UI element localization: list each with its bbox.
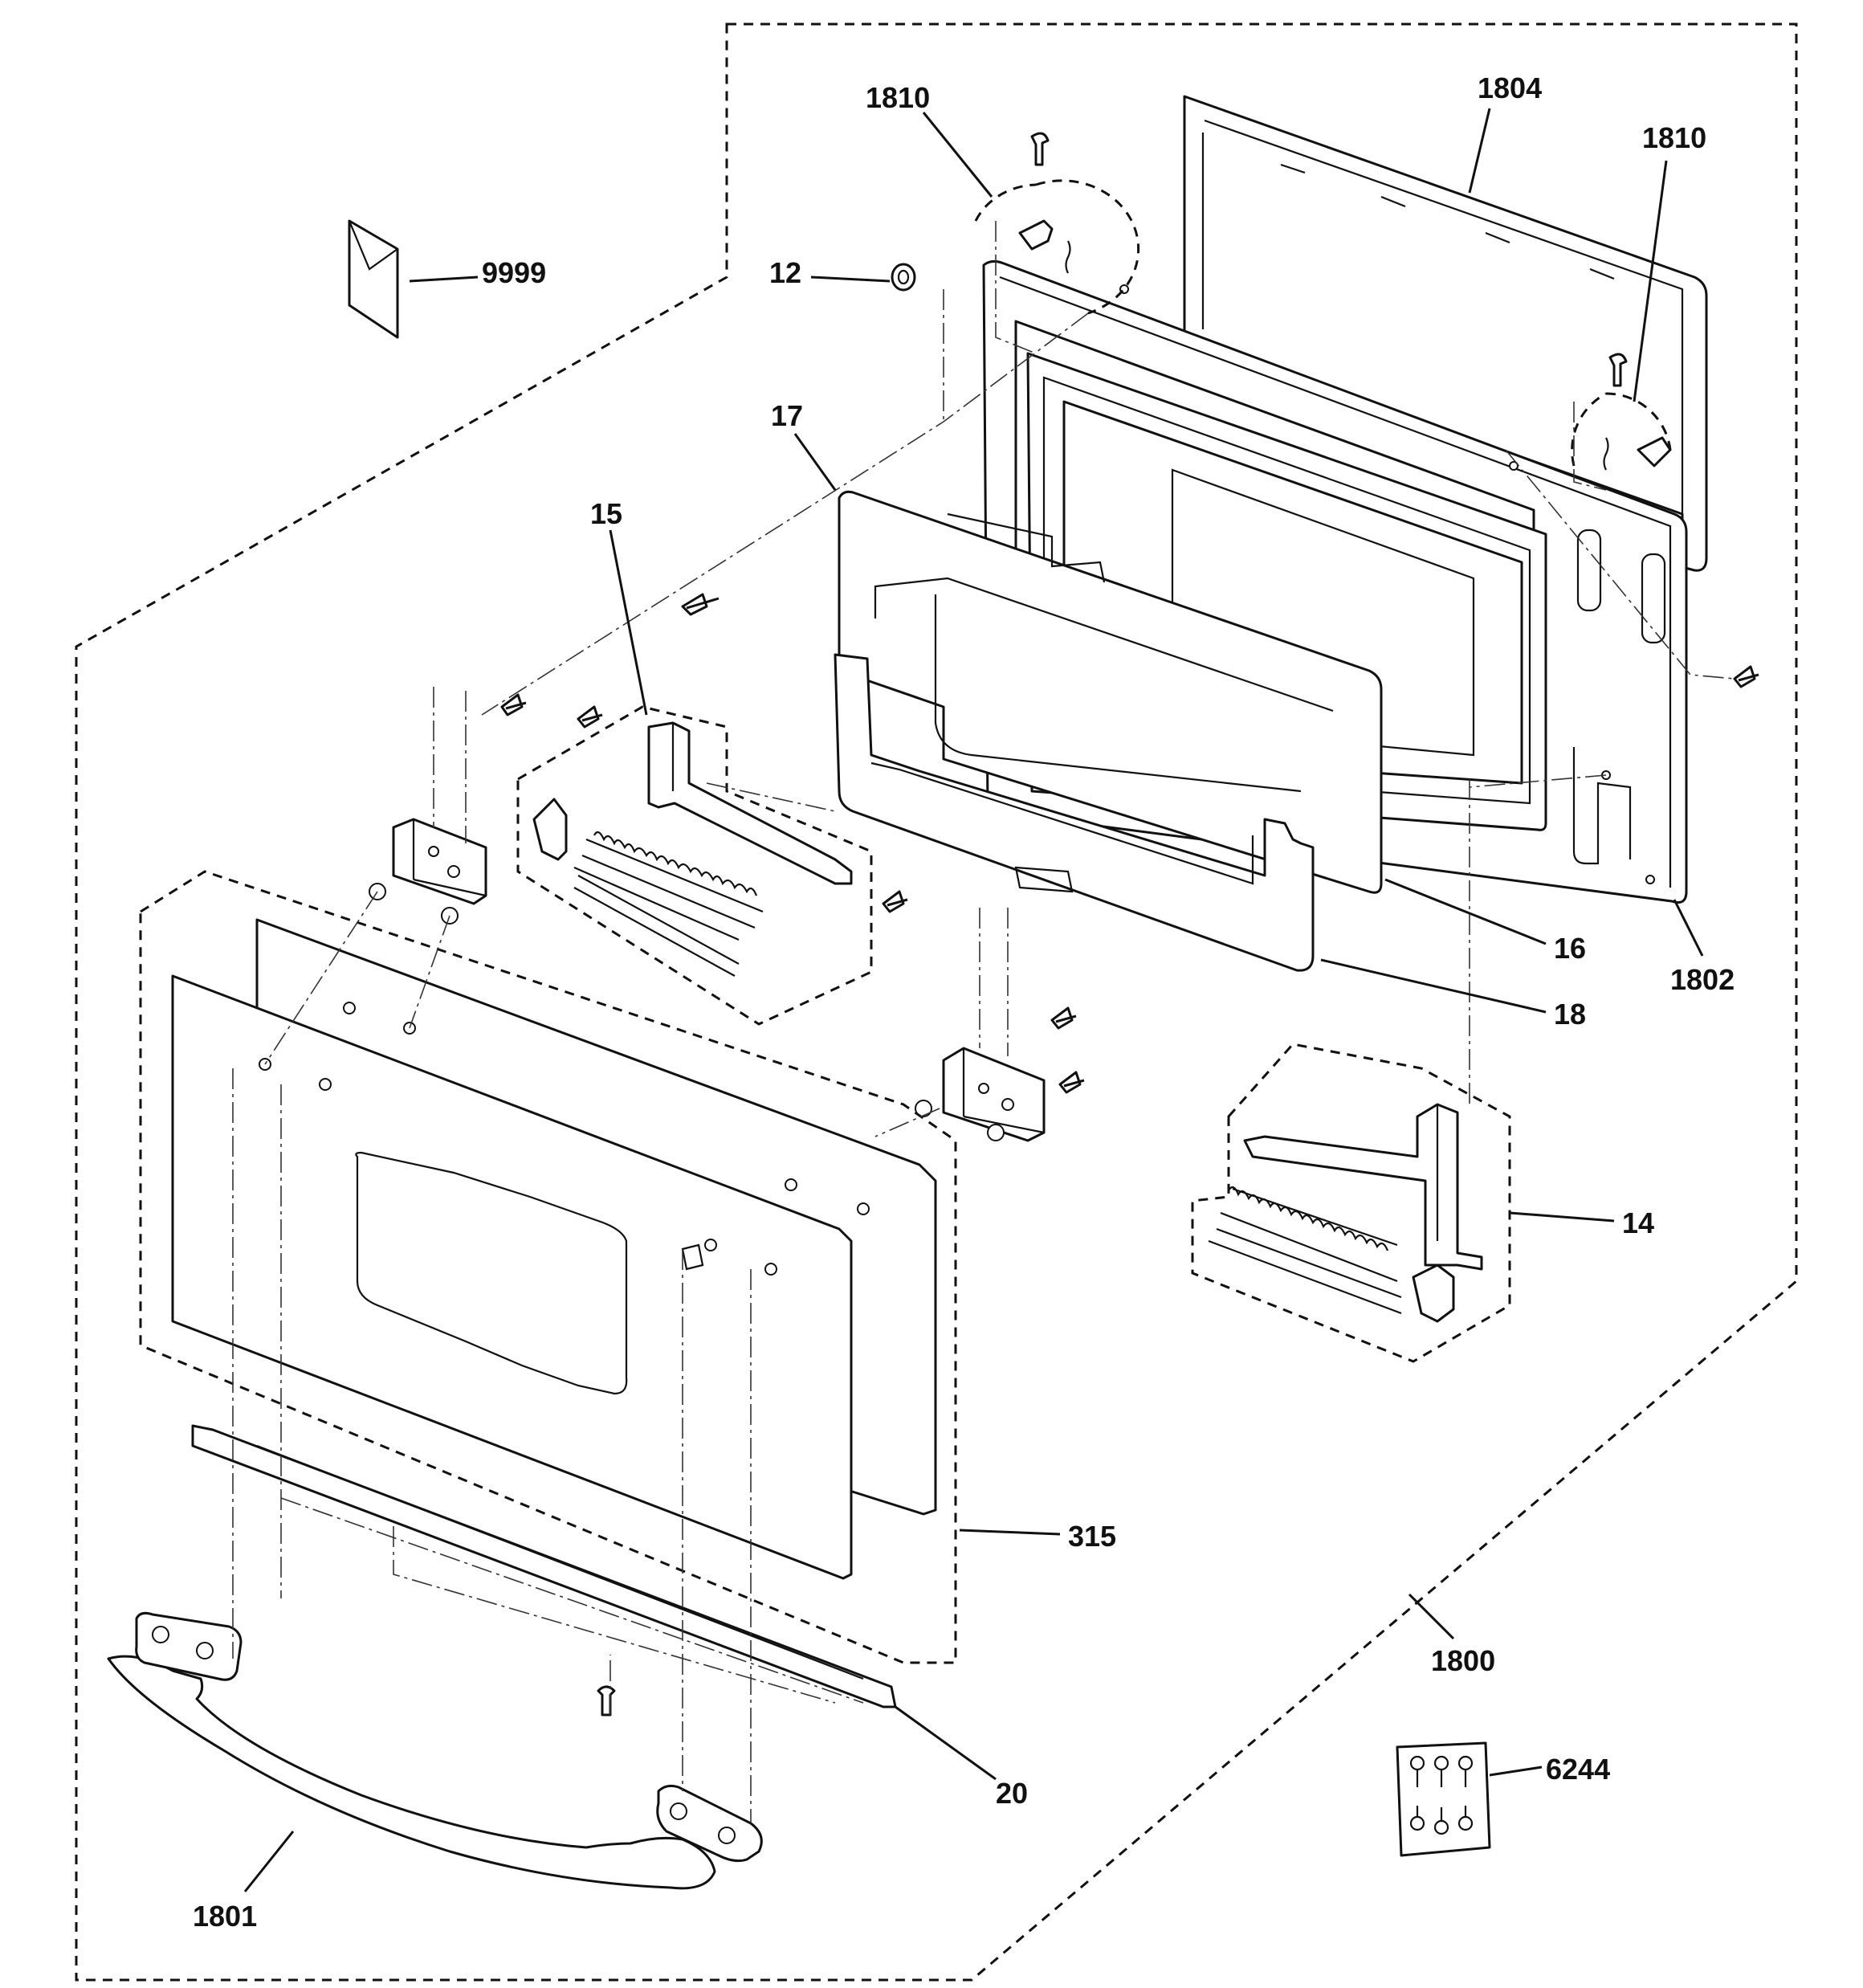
- callout-1801: 1801: [193, 1900, 257, 1933]
- leader-6244: [1489, 1766, 1543, 1777]
- hinge-assembly-right: [1208, 1103, 1483, 1323]
- callout-1810-left: 1810: [866, 81, 930, 114]
- outer-door-assembly-outline: [139, 870, 957, 1664]
- leader-12: [810, 276, 891, 283]
- hinge-receptacle-left: [369, 818, 487, 925]
- leader-1810-left: [922, 112, 993, 198]
- callout-12: 12: [769, 256, 801, 289]
- hinge-assembly-right-outline: [1191, 1043, 1511, 1363]
- callout-1800: 1800: [1431, 1644, 1495, 1677]
- callout-14: 14: [1622, 1206, 1654, 1239]
- leader-315: [959, 1529, 1061, 1536]
- hinge-assembly-left: [532, 721, 853, 977]
- callout-1804: 1804: [1478, 71, 1542, 104]
- door-assembly-outline: [75, 22, 1798, 1982]
- door-liner-upper: [838, 490, 1383, 894]
- door-liner-lower: [834, 653, 1315, 972]
- alignment-lines: [232, 221, 1735, 1823]
- leader-20: [895, 1705, 997, 1781]
- leader-1810-right: [1633, 160, 1668, 402]
- leader-15: [609, 529, 648, 716]
- hinge-assembly-left-outline: [516, 705, 873, 1026]
- hardware-kit: [1396, 1741, 1491, 1857]
- leader-1801: [243, 1831, 295, 1892]
- leader-14: [1509, 1211, 1615, 1223]
- callout-9999: 9999: [482, 256, 546, 289]
- outer-door-panel: [171, 918, 937, 1580]
- leader-1802: [1673, 899, 1704, 957]
- latch-detail-left: [974, 179, 1140, 315]
- callout-1810-right: 1810: [1642, 121, 1706, 154]
- door-gasket-frame: [1183, 95, 1708, 572]
- leader-lines: [243, 108, 1704, 1892]
- leader-18: [1320, 958, 1547, 1014]
- door-handle: [107, 1611, 763, 1890]
- screws: [500, 132, 1759, 1717]
- callout-315: 315: [1068, 1520, 1116, 1553]
- callout-18: 18: [1554, 998, 1586, 1031]
- leader-1800: [1408, 1593, 1455, 1640]
- leader-16: [1384, 878, 1547, 945]
- literature-envelope: [348, 219, 399, 339]
- hinge-receptacle-right: [915, 1047, 1046, 1142]
- callout-15: 15: [590, 497, 622, 530]
- latch-detail-right: [1571, 392, 1672, 471]
- callout-17: 17: [771, 399, 803, 432]
- leader-1804: [1468, 108, 1491, 194]
- callout-labels: 1810 1804 1810 9999 12 17 15 16 1802 18 …: [193, 71, 1735, 1933]
- door-stop: [891, 263, 916, 292]
- leader-17: [793, 433, 837, 491]
- leader-9999: [409, 276, 479, 283]
- callout-20: 20: [996, 1777, 1028, 1810]
- callout-6244: 6244: [1546, 1753, 1610, 1786]
- callout-1802: 1802: [1670, 963, 1735, 996]
- callout-16: 16: [1554, 932, 1586, 965]
